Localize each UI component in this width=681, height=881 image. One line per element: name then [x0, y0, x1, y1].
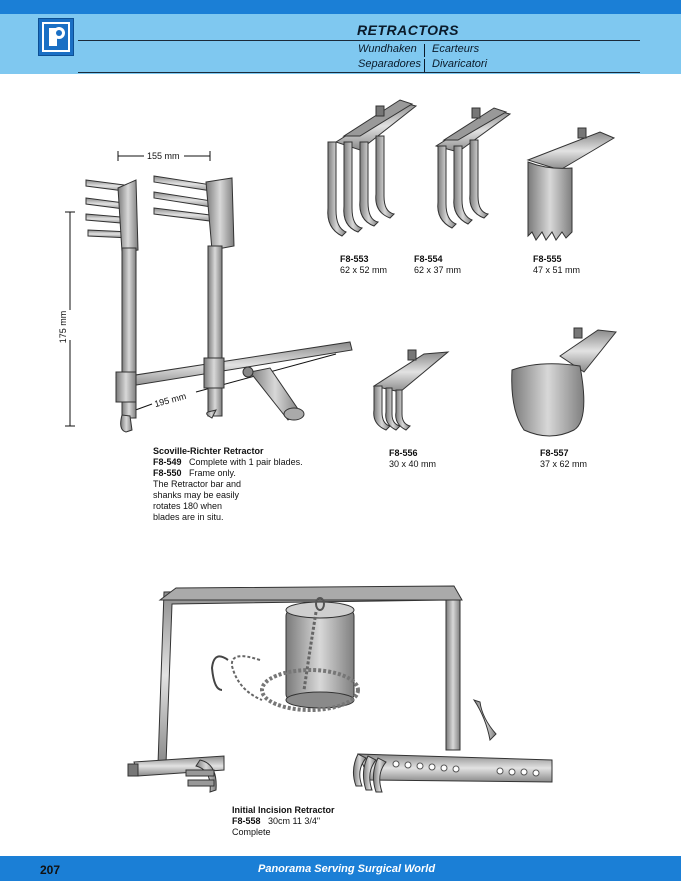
product-label-f8-556: F8-556 30 x 40 mm [389, 448, 436, 470]
product-code: F8-556 [389, 448, 418, 458]
lang-spanish: Separadores [358, 58, 421, 70]
footer-band [0, 856, 681, 881]
note-line: The Retractor bar and [153, 479, 242, 489]
product-size: 47 x 51 mm [533, 265, 581, 275]
retractor-f8-553-image [327, 99, 418, 237]
product-label-f8-555: F8-555 47 x 51 mm [533, 254, 580, 276]
product-size: 62 x 52 mm [340, 265, 388, 275]
product-label-f8-557: F8-557 37 x 62 mm [540, 448, 587, 470]
item-code: F8-550 [153, 468, 182, 478]
product-label-f8-553: F8-553 62 x 52 mm [340, 254, 387, 276]
item-desc: 30cm 11 3/4" [268, 816, 321, 826]
page-title: RETRACTORS [357, 22, 459, 38]
product-code: F8-557 [540, 448, 569, 458]
page-number: 207 [40, 863, 61, 877]
scoville-title: Scoville-Richter Retractor [153, 446, 264, 456]
product-code: F8-555 [533, 254, 562, 264]
incision-retractor-image [127, 585, 553, 793]
item-code: F8-549 [153, 457, 182, 467]
product-code: F8-554 [414, 254, 443, 264]
panorama-logo-icon [38, 18, 74, 56]
product-size: 30 x 40 mm [389, 459, 437, 469]
top-bar [0, 0, 681, 14]
item-desc: Frame only. [189, 468, 236, 478]
retractor-f8-556-image [372, 349, 450, 431]
item-extra: Complete [232, 827, 271, 837]
note-line: shanks may be easily [153, 490, 240, 500]
lang-italian: Divaricatori [432, 58, 488, 70]
retractor-f8-555-image [526, 127, 616, 241]
lang-german: Wundhaken [358, 43, 417, 55]
product-size: 62 x 37 mm [414, 265, 462, 275]
scoville-retractor-image [65, 151, 353, 433]
product-size: 37 x 62 mm [540, 459, 588, 469]
product-label-f8-554: F8-554 62 x 37 mm [414, 254, 461, 276]
item-code: F8-558 [232, 816, 261, 826]
retractor-f8-557-image [511, 327, 617, 437]
item-desc: Complete with 1 pair blades. [189, 457, 303, 467]
header-band [0, 14, 681, 74]
incision-title: Initial Incision Retractor [232, 805, 335, 815]
note-line: rotates 180 when [153, 501, 223, 511]
scoville-description: Scoville-Richter Retractor F8-549 Comple… [153, 446, 333, 523]
lang-french: Ecarteurs [432, 43, 480, 55]
note-line: blades are in situ. [153, 512, 224, 522]
product-code: F8-553 [340, 254, 369, 264]
incision-description: Initial Incision Retractor F8-558 30cm 1… [232, 805, 432, 838]
dimension-height: 175 mm [58, 310, 68, 344]
dimension-width: 155 mm [147, 151, 180, 161]
header-rule-top [78, 40, 640, 41]
lang-separator [424, 44, 425, 57]
retractor-f8-554-image [434, 107, 512, 229]
footer-tagline: Panorama Serving Surgical World [258, 863, 436, 875]
header-rule-bottom [78, 72, 640, 73]
lang-separator [424, 59, 425, 72]
